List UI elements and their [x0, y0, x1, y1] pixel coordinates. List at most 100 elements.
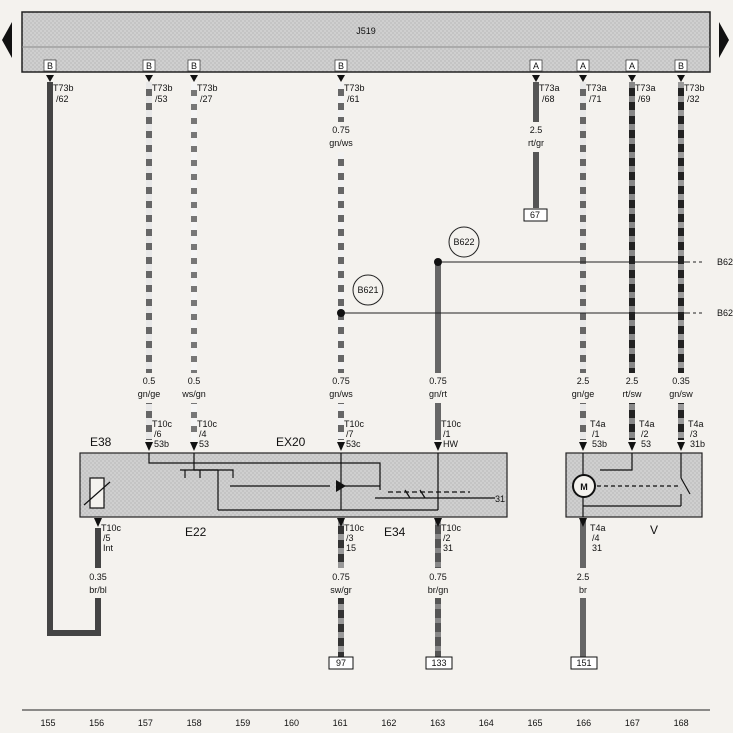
svg-text:53b: 53b — [592, 439, 607, 449]
svg-text:sw/gr: sw/gr — [330, 585, 352, 595]
svg-text:133: 133 — [431, 658, 446, 668]
switch-internals — [83, 453, 495, 511]
ref-box-97 — [328, 656, 354, 670]
svg-text:T73b: T73b — [684, 83, 705, 93]
column-number: 165 — [527, 718, 542, 728]
svg-text:T73b: T73b — [53, 83, 74, 93]
column-number: 158 — [187, 718, 202, 728]
svg-text:/4: /4 — [592, 533, 600, 543]
svg-text:/3: /3 — [690, 429, 698, 439]
component-e34: E34 — [384, 525, 406, 539]
svg-text:T4a: T4a — [688, 419, 704, 429]
svg-text:/2: /2 — [443, 533, 451, 543]
ref-box-133 — [425, 656, 453, 670]
svg-text:0.75: 0.75 — [332, 572, 350, 582]
svg-text:T4a: T4a — [639, 419, 655, 429]
svg-text:Int: Int — [103, 543, 114, 553]
svg-text:0.5: 0.5 — [143, 376, 156, 386]
svg-text:2.5: 2.5 — [626, 376, 639, 386]
column-number: 163 — [430, 718, 445, 728]
svg-text:br/bl: br/bl — [89, 585, 107, 595]
splice-b621-label: B621 — [357, 285, 378, 295]
splice-b621-label-circle — [352, 274, 384, 306]
column-number: 168 — [674, 718, 689, 728]
svg-text:67: 67 — [530, 210, 540, 220]
svg-text:0.75: 0.75 — [429, 572, 447, 582]
component-e38: E38 — [90, 435, 112, 449]
reference-boxes[interactable]: 67 97 133 151 — [328, 208, 598, 670]
svg-text:0.35: 0.35 — [89, 572, 107, 582]
svg-text:br: br — [579, 585, 587, 595]
wire-155-156 — [47, 82, 101, 636]
svg-text:rt/sw: rt/sw — [623, 389, 642, 399]
ref-box-151 — [570, 656, 598, 670]
component-v: V — [650, 523, 658, 537]
svg-text:/5: /5 — [103, 533, 111, 543]
svg-text:/4: /4 — [199, 429, 207, 439]
svg-text:31: 31 — [592, 543, 602, 553]
svg-text:/53: /53 — [155, 94, 168, 104]
ground-31-label: 31 — [495, 494, 505, 504]
svg-text:/6: /6 — [154, 429, 162, 439]
svg-text:0.75: 0.75 — [429, 376, 447, 386]
edge-ref-1: B62 — [717, 257, 733, 267]
ref-box-67 — [523, 208, 548, 222]
svg-text:T73a: T73a — [586, 83, 607, 93]
svg-text:53b: 53b — [154, 439, 169, 449]
svg-text:B: B — [678, 61, 684, 71]
svg-text:T10c: T10c — [197, 419, 218, 429]
svg-text:gn/ge: gn/ge — [572, 389, 595, 399]
svg-text:/3: /3 — [346, 533, 354, 543]
component-entry-arrows — [94, 442, 685, 527]
column-number: 156 — [89, 718, 104, 728]
svg-text:/27: /27 — [200, 94, 213, 104]
svg-text:/1: /1 — [443, 429, 451, 439]
svg-text:/61: /61 — [347, 94, 360, 104]
svg-text:T10c: T10c — [441, 523, 462, 533]
column-number: 155 — [40, 718, 55, 728]
svg-text:/69: /69 — [638, 94, 651, 104]
svg-text:T73b: T73b — [344, 83, 365, 93]
svg-text:HW: HW — [443, 439, 458, 449]
wire-spec-labels: 0.75 gn/ws 2.5 rt/gr 0.5 gn/ge 0.5 ws/gn… — [82, 122, 698, 598]
svg-text:/68: /68 — [542, 94, 555, 104]
svg-text:31b: 31b — [690, 439, 705, 449]
page-prev-arrow-icon[interactable] — [2, 22, 12, 58]
svg-text:gn/ws: gn/ws — [329, 389, 353, 399]
component-ex20: EX20 — [276, 435, 306, 449]
svg-text:T10c: T10c — [441, 419, 462, 429]
component-e22: E22 — [185, 525, 207, 539]
svg-text:T4a: T4a — [590, 419, 606, 429]
svg-text:/71: /71 — [589, 94, 602, 104]
svg-text:B: B — [146, 61, 152, 71]
svg-text:B: B — [47, 61, 53, 71]
svg-text:gn/ws: gn/ws — [329, 138, 353, 148]
svg-text:53c: 53c — [346, 439, 361, 449]
svg-text:0.5: 0.5 — [188, 376, 201, 386]
svg-text:2.5: 2.5 — [577, 572, 590, 582]
svg-text:0.75: 0.75 — [332, 125, 350, 135]
splice-b622-label: B622 — [453, 237, 474, 247]
motor-m-icon — [572, 474, 596, 498]
svg-text:T73b: T73b — [152, 83, 173, 93]
control-unit-j519 — [21, 11, 711, 73]
svg-text:rt/gr: rt/gr — [528, 138, 544, 148]
connector-arrows — [46, 75, 685, 82]
page-next-arrow-icon[interactable] — [719, 22, 729, 58]
svg-text:97: 97 — [336, 658, 346, 668]
svg-text:0.75: 0.75 — [332, 376, 350, 386]
svg-text:2.5: 2.5 — [577, 376, 590, 386]
svg-text:/32: /32 — [687, 94, 700, 104]
column-number: 167 — [625, 718, 640, 728]
svg-text:T73a: T73a — [635, 83, 656, 93]
column-number: 157 — [138, 718, 153, 728]
svg-text:T10c: T10c — [101, 523, 122, 533]
svg-text:/1: /1 — [592, 429, 600, 439]
svg-text:T4a: T4a — [590, 523, 606, 533]
splice-b622-node — [434, 258, 442, 266]
motor-internals — [582, 453, 691, 517]
svg-text:A: A — [533, 61, 539, 71]
svg-text:151: 151 — [576, 658, 591, 668]
splice-b622-label-circle — [448, 226, 480, 258]
svg-text:A: A — [580, 61, 586, 71]
